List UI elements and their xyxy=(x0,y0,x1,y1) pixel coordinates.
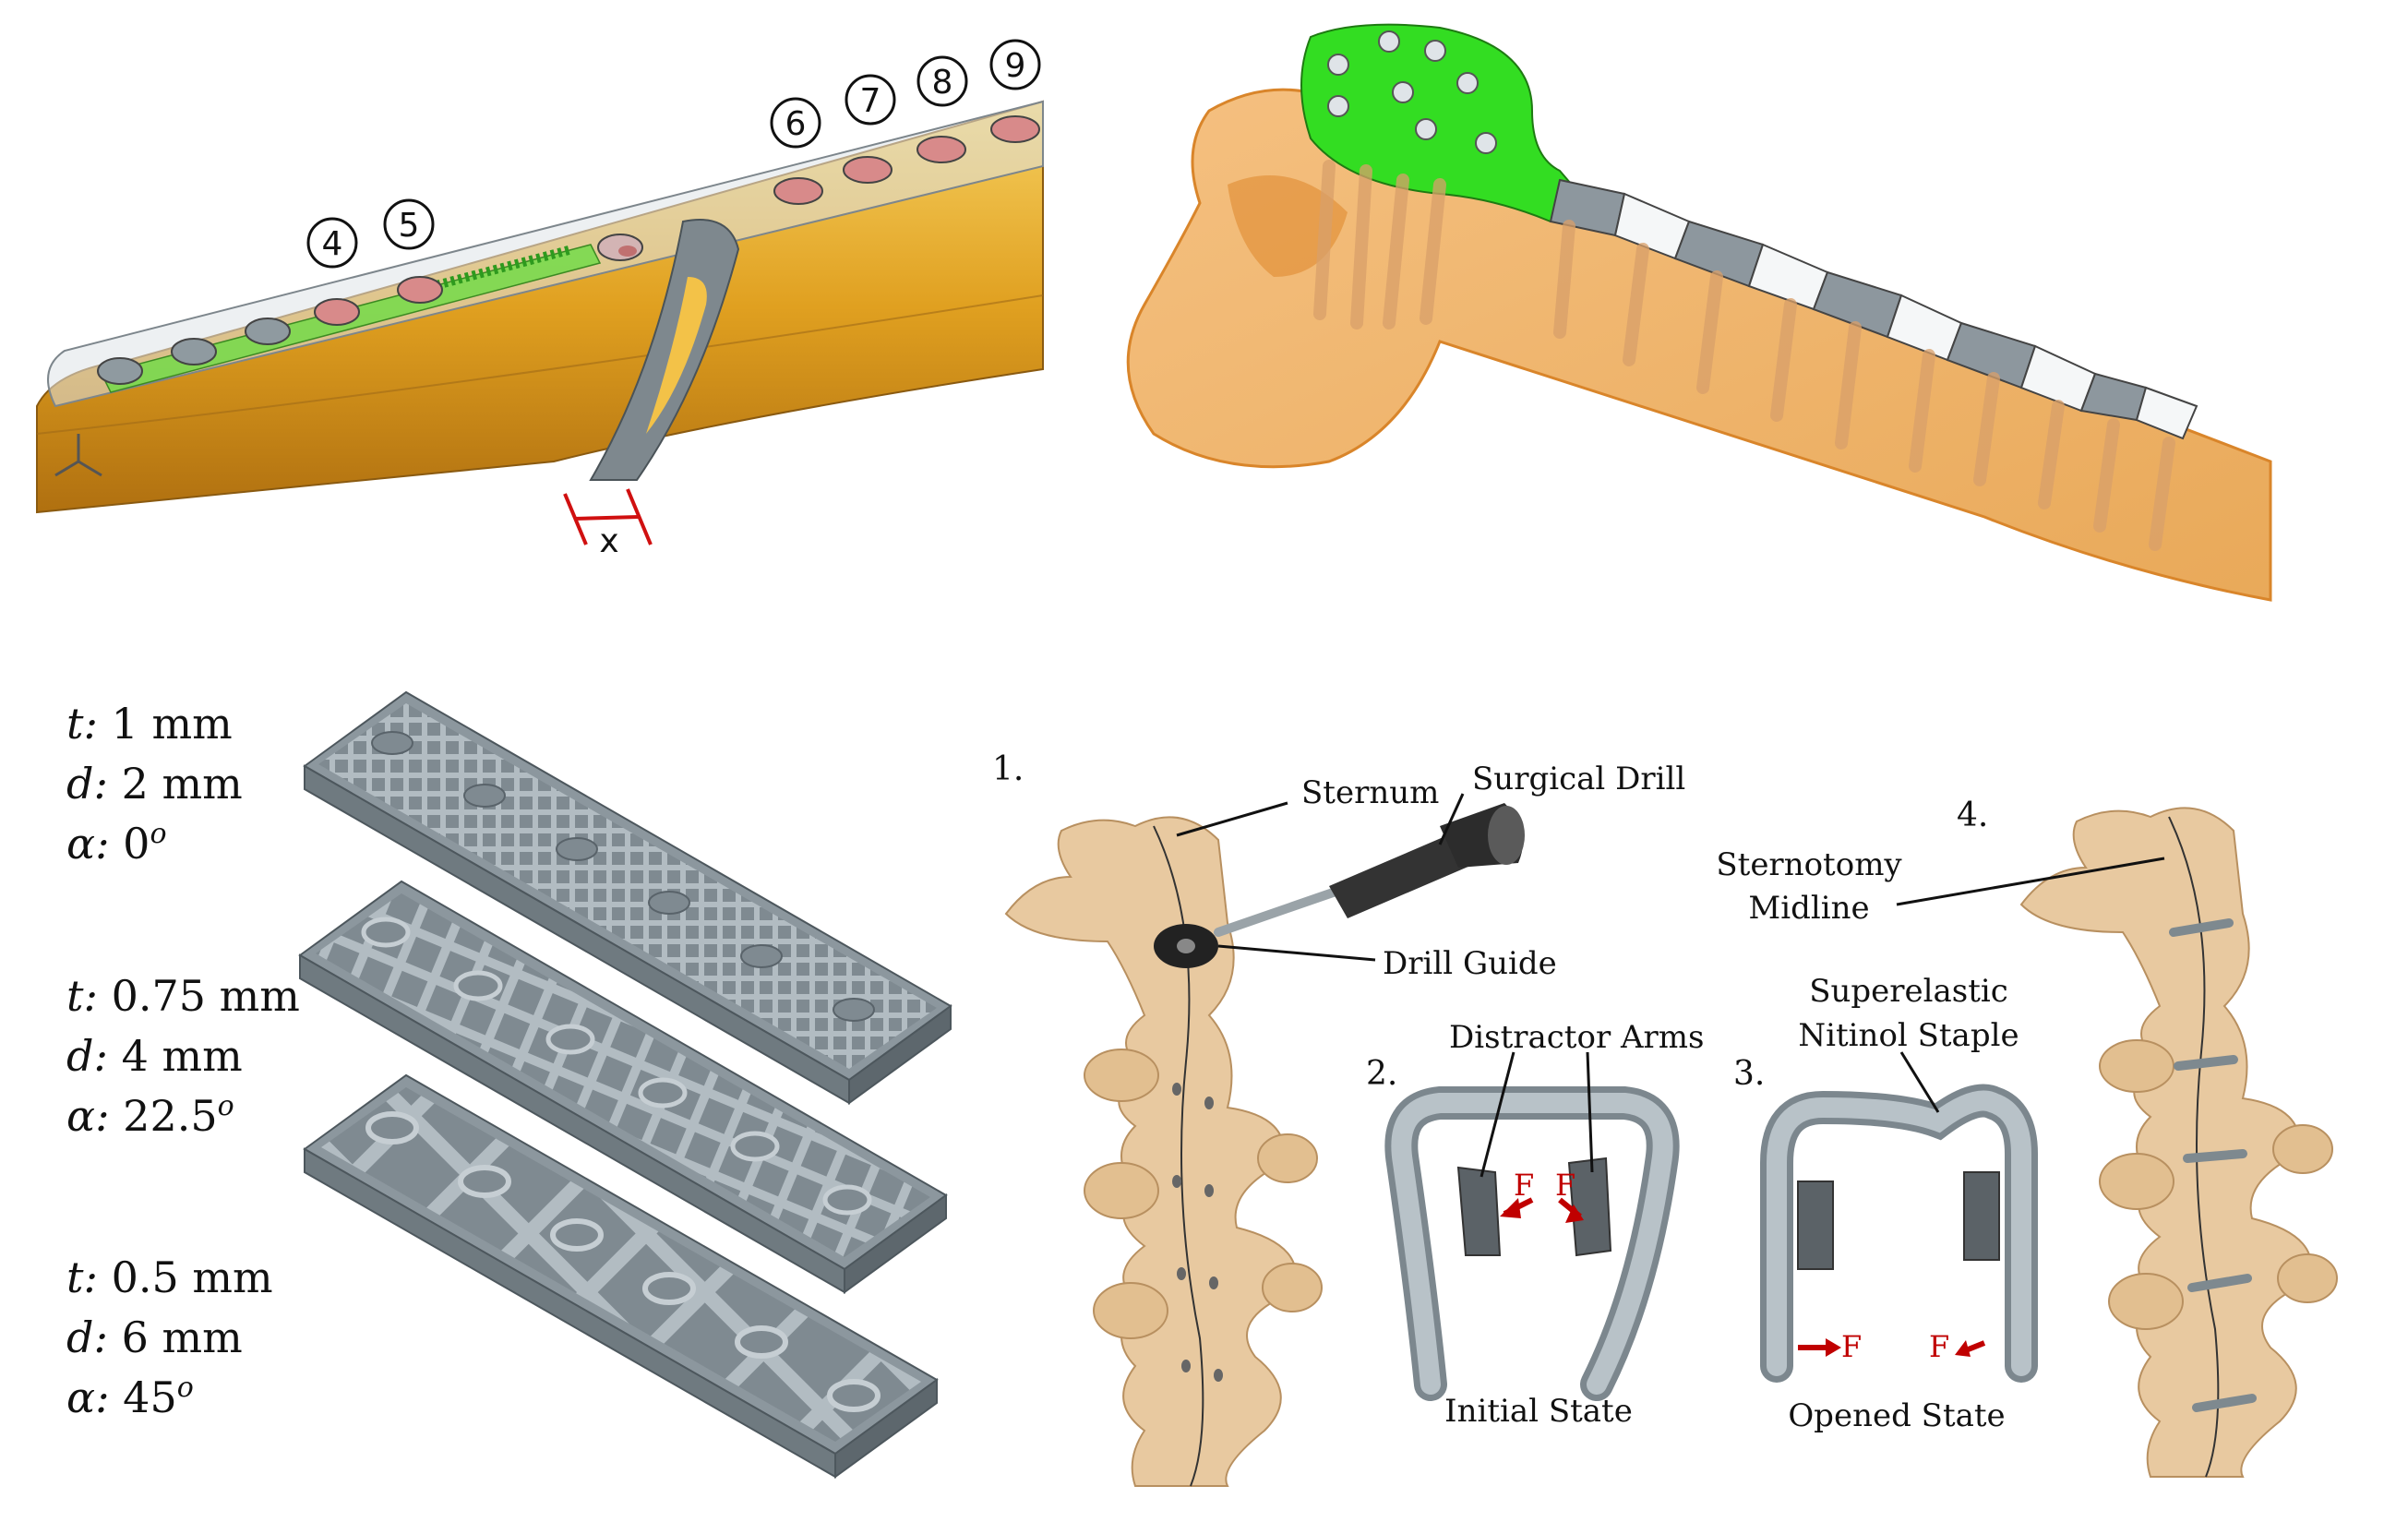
surgical-drill xyxy=(1214,803,1525,937)
sternum-bone-1 xyxy=(1004,816,1297,1487)
initial-state-label: Initial State xyxy=(1444,1393,1633,1430)
alpha-key: α: xyxy=(66,1091,110,1141)
screw-heads xyxy=(97,115,1040,385)
screw-number-9: 9 xyxy=(1005,47,1026,85)
panel-bone-plate: x 4 5 6 7 8 9 xyxy=(36,39,1044,560)
force-label-opened-left: F xyxy=(1841,1329,1862,1364)
screw-number-4: 4 xyxy=(322,225,343,263)
svg-text:α: 22.5o: α: 22.5o xyxy=(66,1090,234,1142)
svg-text:α: 0o: α: 0o xyxy=(66,818,167,869)
force-label-initial-left: F xyxy=(1514,1168,1534,1203)
svg-text:t: 0.75 mm: t: 0.75 mm xyxy=(66,971,300,1021)
alpha-value: 22.5 xyxy=(110,1091,218,1141)
drill-guide-label: Drill Guide xyxy=(1383,945,1557,982)
leader-lines xyxy=(1176,793,2165,1178)
step-2-label: 2. xyxy=(1366,1055,1397,1093)
d-value: 6 mm xyxy=(108,1312,243,1362)
screw-number-7: 7 xyxy=(860,82,881,120)
panel-femur-plate xyxy=(1126,23,2272,602)
drilled-holes xyxy=(1172,1083,1223,1382)
d-value: 4 mm xyxy=(108,1031,243,1081)
plate-1-params: t: 1 mm d: 2 mm α: 0o xyxy=(66,699,243,869)
superelastic-label-line2: Nitinol Staple xyxy=(1798,1017,2019,1054)
d-value: 2 mm xyxy=(108,759,243,809)
svg-text:t: 1 mm: t: 1 mm xyxy=(66,699,233,749)
t-key: t: xyxy=(66,1252,98,1302)
svg-text:t: 0.5 mm: t: 0.5 mm xyxy=(66,1252,273,1302)
t-key: t: xyxy=(66,699,98,749)
gap-dimension xyxy=(563,488,653,545)
distractor-arms-label: Distractor Arms xyxy=(1449,1019,1705,1056)
staple-opened xyxy=(1760,1084,2038,1383)
step-4-label: 4. xyxy=(1957,797,1988,834)
screw-number-8: 8 xyxy=(932,64,953,102)
svg-text:α: 45o: α: 45o xyxy=(66,1372,194,1423)
screw-number-5: 5 xyxy=(399,207,420,245)
alpha-value: 45 xyxy=(110,1372,177,1422)
installed-staples xyxy=(2169,918,2257,1412)
opened-state-label: Opened State xyxy=(1788,1397,2005,1434)
lattice-plate-1 xyxy=(303,690,952,1105)
screw-number-6: 6 xyxy=(785,105,807,143)
d-key: d: xyxy=(66,1312,108,1362)
plate-3-params: t: 0.5 mm d: 6 mm α: 45o xyxy=(66,1252,273,1422)
panel-sternum-procedure: F F F F xyxy=(992,750,2338,1487)
gap-label: x xyxy=(599,522,618,560)
step-1-label: 1. xyxy=(992,750,1024,788)
alpha-unit: o xyxy=(177,1372,194,1404)
bone-screws xyxy=(1313,160,2175,551)
force-label-initial-right: F xyxy=(1555,1168,1575,1203)
alpha-unit: o xyxy=(218,1090,234,1122)
distractor-arm-right xyxy=(1567,1156,1612,1257)
superelastic-label-line1: Superelastic xyxy=(1809,973,2008,1010)
plate-holes xyxy=(1327,30,1497,154)
alpha-value: 0 xyxy=(110,819,150,869)
svg-text:d: 4 mm: d: 4 mm xyxy=(66,1031,243,1081)
plate-2-params: t: 0.75 mm d: 4 mm α: 22.5o xyxy=(66,971,300,1141)
alpha-key: α: xyxy=(66,1372,110,1422)
d-key: d: xyxy=(66,1031,108,1081)
lattice-plate-3 xyxy=(303,1073,939,1479)
svg-text:d: 6 mm: d: 6 mm xyxy=(66,1312,243,1362)
axis-triad-icon xyxy=(54,434,102,477)
alpha-key: α: xyxy=(66,819,110,869)
sternum-step1 xyxy=(1004,816,1323,1487)
surgical-drill-label: Surgical Drill xyxy=(1472,761,1685,797)
svg-text:d: 2 mm: d: 2 mm xyxy=(66,759,243,809)
sternum-step4 xyxy=(2019,807,2338,1478)
distractor-arm-left xyxy=(1456,1166,1502,1256)
force-label-opened-right: F xyxy=(1929,1329,1949,1364)
t-value: 0.5 mm xyxy=(98,1252,273,1302)
lattice-plate-2 xyxy=(298,880,948,1294)
d-key: d: xyxy=(66,759,108,809)
drill-guide xyxy=(1154,924,1218,968)
screw-number-markers: 4 5 6 7 8 9 xyxy=(306,39,1041,269)
t-value: 1 mm xyxy=(98,699,233,749)
sternotomy-label-line2: Midline xyxy=(1748,890,1869,927)
panel-lattice-plates: t: 1 mm d: 2 mm α: 0o t: 0.75 mm d: 4 mm… xyxy=(66,690,952,1479)
t-value: 0.75 mm xyxy=(98,971,300,1021)
sternum-label: Sternum xyxy=(1301,774,1439,811)
sternum-bone-4 xyxy=(2019,807,2312,1478)
alpha-unit: o xyxy=(150,818,166,850)
t-key: t: xyxy=(66,971,98,1021)
staple-initial xyxy=(1384,1086,1680,1401)
sternotomy-label-line1: Sternotomy xyxy=(1716,846,1902,883)
step-3-label: 3. xyxy=(1733,1055,1765,1093)
segmented-plate xyxy=(1549,178,2198,440)
